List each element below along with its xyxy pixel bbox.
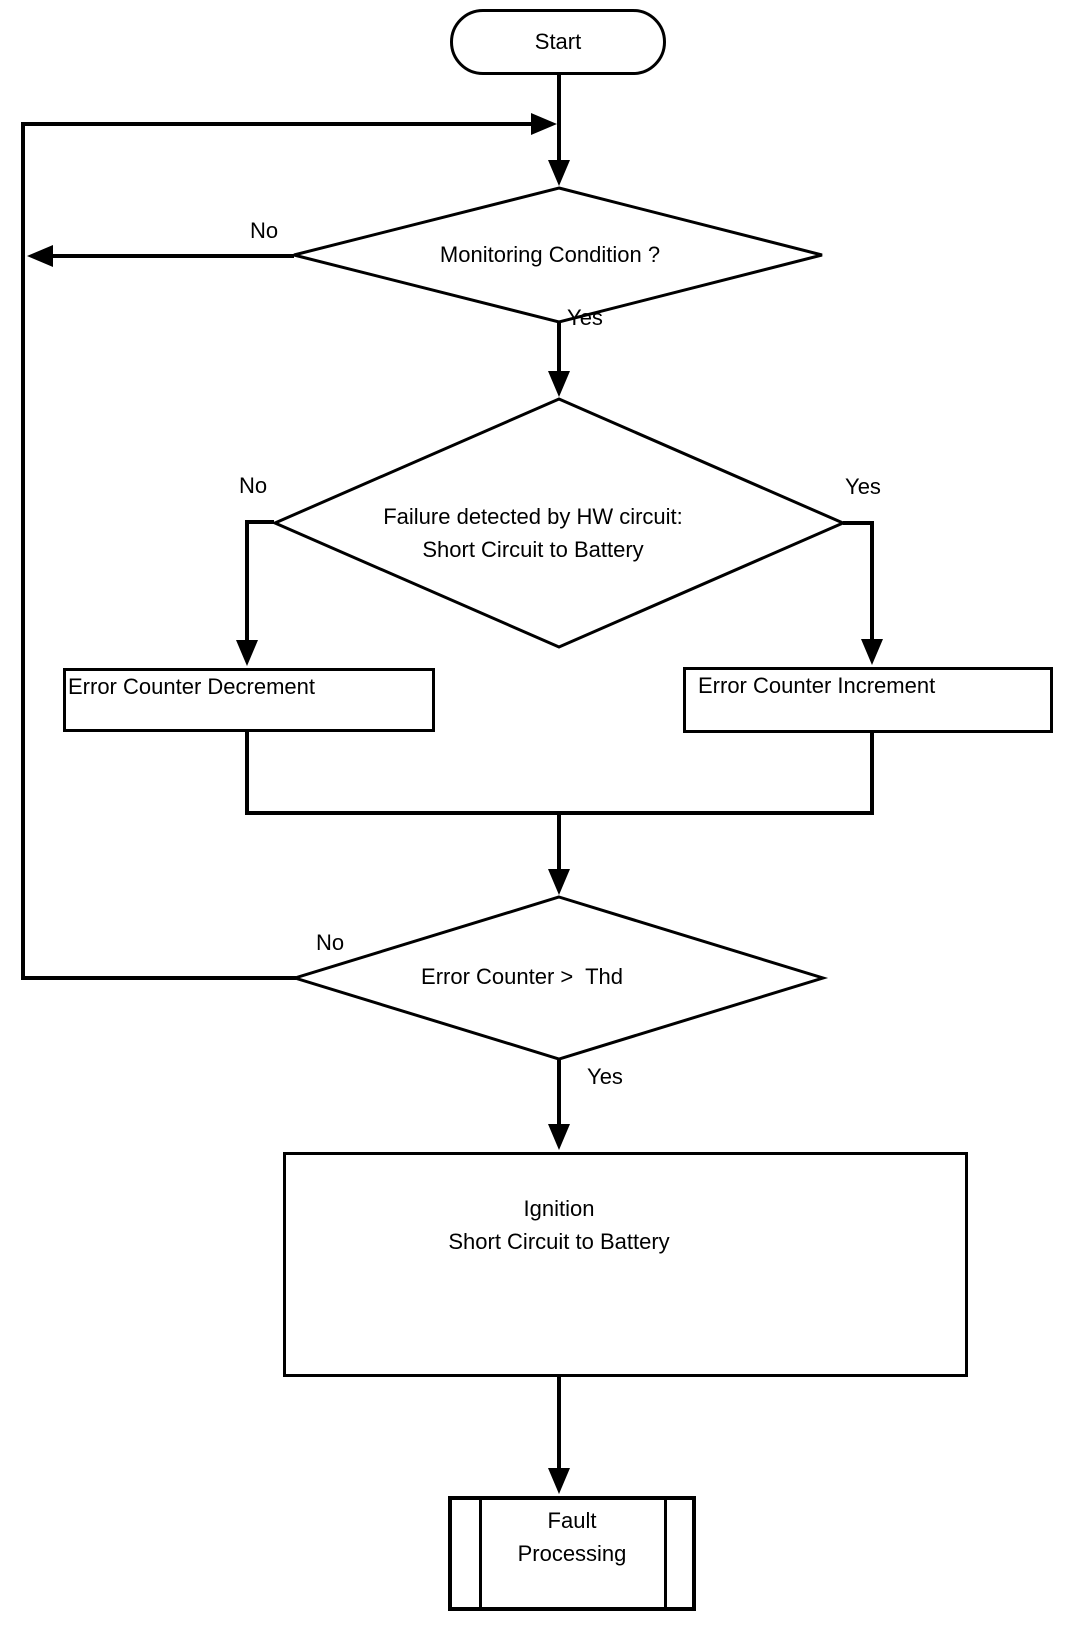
arrow-into-ignition: [548, 1124, 570, 1150]
increment-label: Error Counter Increment: [698, 673, 936, 698]
arrow-into-monitoring: [548, 160, 570, 186]
decrement-label: Error Counter Decrement: [68, 674, 315, 699]
node-error-counter-decrement: Error Counter Decrement: [63, 668, 435, 732]
fault-left-bar: [479, 1500, 482, 1607]
fault-line1: Fault: [547, 1508, 597, 1533]
arrow-into-failure: [548, 371, 570, 397]
arrow-into-decrement: [236, 640, 258, 666]
edge-failure-no: [245, 520, 274, 642]
decision-failure-line1: Failure detected by HW circuit:: [383, 504, 683, 529]
node-ignition: [283, 1152, 968, 1377]
fault-right-bar: [664, 1500, 667, 1607]
label-monitoring-yes: Yes: [567, 305, 603, 330]
decision-failure-line2: Short Circuit to Battery: [422, 537, 644, 562]
arrow-into-threshold: [548, 869, 570, 895]
arrow-loop-rejoin: [531, 113, 557, 135]
node-error-counter-increment: Error Counter Increment: [683, 667, 1053, 733]
decision-threshold-shape: [289, 895, 829, 1061]
start-label: Start: [534, 29, 582, 54]
node-fault-processing: Fault Processing: [448, 1496, 696, 1611]
decision-failure-label: Failure detected by HW circuit: Short Ci…: [283, 500, 783, 566]
decision-monitoring-label: Monitoring Condition ?: [439, 242, 661, 267]
arrow-monitoring-no: [27, 245, 53, 267]
ignition-line2: Short Circuit to Battery: [448, 1229, 670, 1254]
fault-label: Fault Processing: [452, 1504, 692, 1570]
decision-monitoring-shape: [293, 186, 823, 324]
arrow-into-increment: [861, 639, 883, 665]
decision-failure-shape: [271, 397, 847, 649]
fault-line2: Processing: [517, 1541, 627, 1566]
edge-failure-yes: [843, 521, 874, 641]
label-threshold-yes: Yes: [587, 1064, 623, 1089]
decision-threshold-label: Error Counter > Thd: [421, 964, 623, 989]
arrow-into-fault: [548, 1468, 570, 1494]
ignition-line1: Ignition: [523, 1196, 595, 1221]
node-start: Start: [450, 9, 666, 75]
label-monitoring-no: No: [249, 218, 279, 243]
label-failure-yes: Yes: [845, 474, 881, 499]
ignition-label: Ignition Short Circuit to Battery: [283, 1192, 835, 1258]
label-threshold-no: No: [315, 930, 345, 955]
label-failure-no: No: [238, 473, 268, 498]
